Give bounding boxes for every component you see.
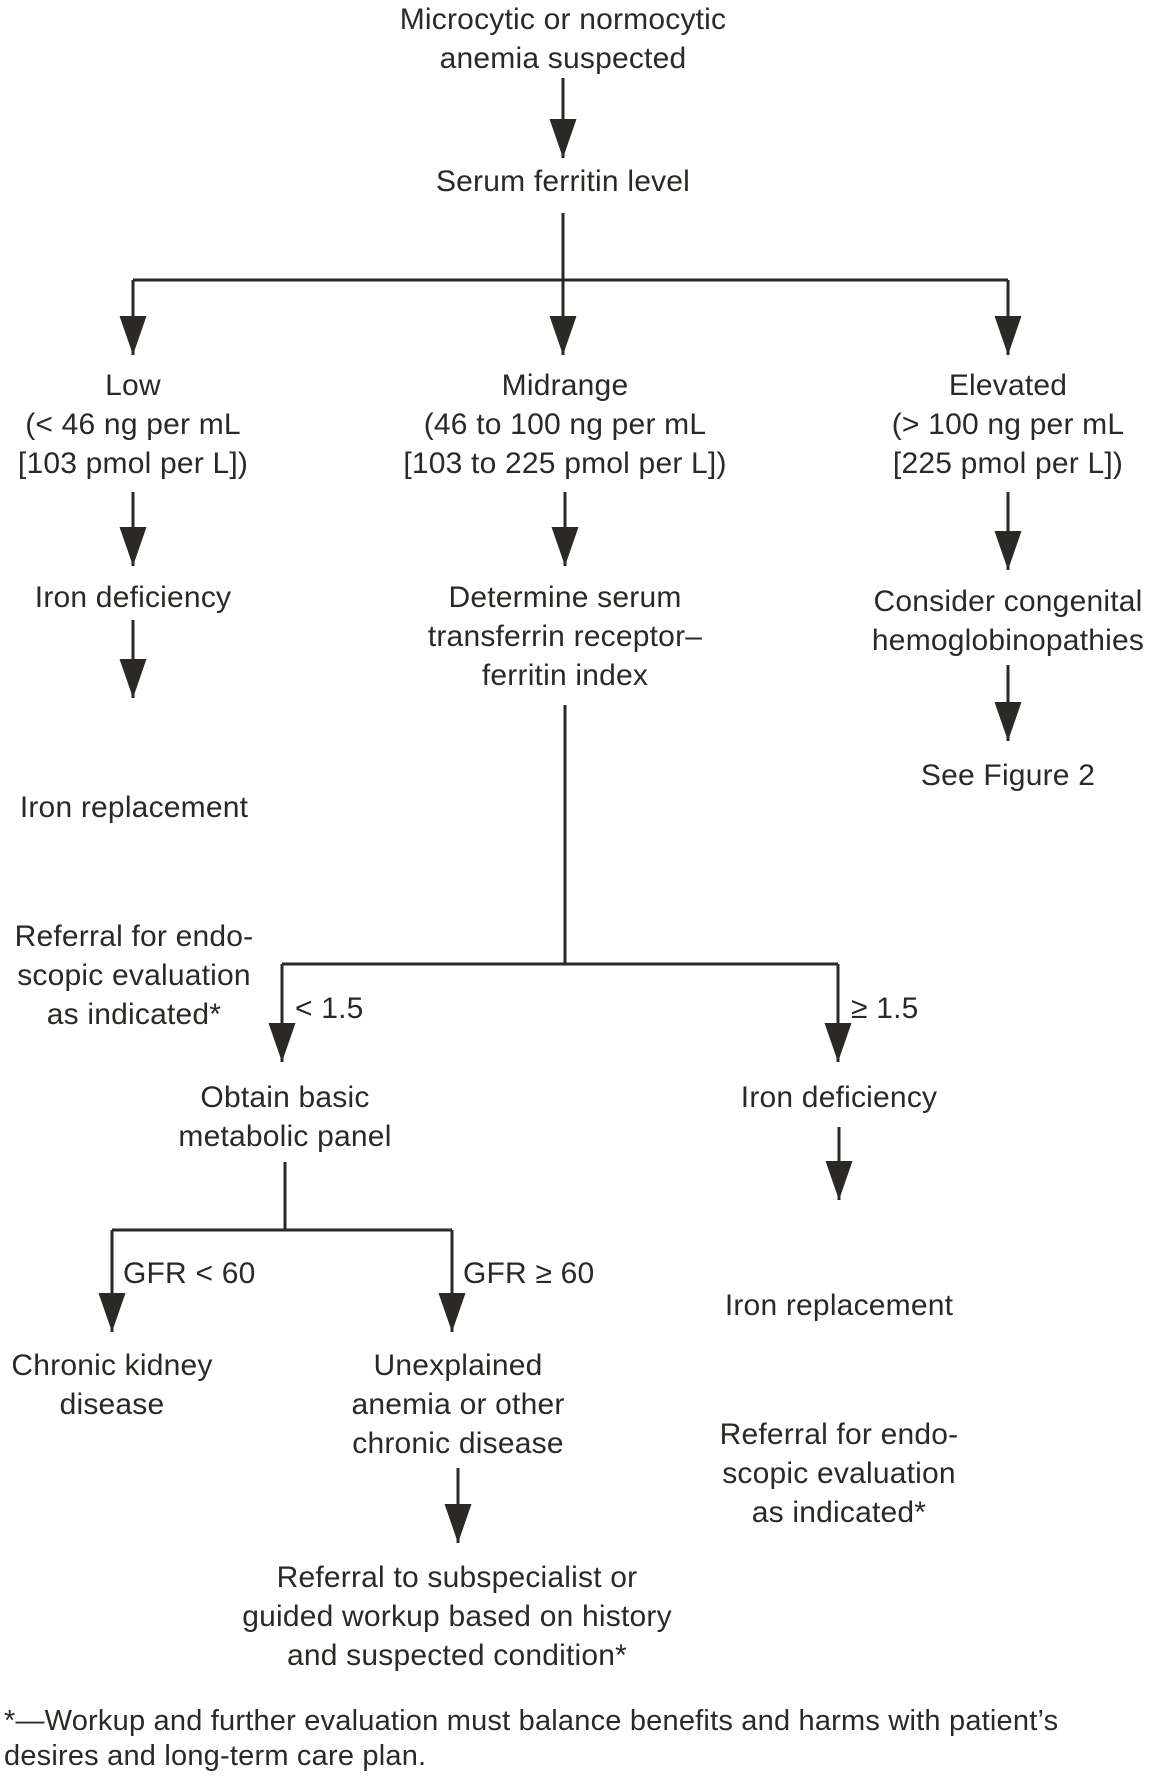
referral-endoscopic-right-text: Referral for endo- scopic evaluation as …: [719, 1418, 959, 1529]
referral-endoscopic-low-text: Referral for endo- scopic evaluation as …: [14, 920, 254, 1031]
node-iron-deficiency-low: Iron deficiency: [34, 581, 232, 614]
node-see-figure-2: See Figure 2: [920, 759, 1096, 792]
branch-label-ge-1-5: ≥ 1.5: [851, 992, 919, 1025]
branch-label-gfr-lt-60: GFR < 60: [123, 1257, 256, 1290]
node-obtain-basic-metabolic-panel: Obtain basic metabolic panel: [178, 1081, 392, 1153]
node-determine-index: Determine serum transferrin receptor– fe…: [427, 581, 703, 692]
node-midrange-ferritin: Midrange (46 to 100 ng per mL [103 to 22…: [403, 369, 727, 480]
node-consider-hemoglobinopathies: Consider congenital hemoglobinopathies: [871, 585, 1145, 657]
node-iron-deficiency-right: Iron deficiency: [740, 1081, 938, 1114]
node-start: Microcytic or normocytic anemia suspecte…: [399, 3, 727, 75]
node-serum-ferritin-level: Serum ferritin level: [435, 165, 691, 198]
node-chronic-kidney-disease: Chronic kidney disease: [11, 1349, 213, 1421]
node-unexplained-anemia: Unexplained anemia or other chronic dise…: [351, 1349, 565, 1460]
node-referral-subspecialist: Referral to subspecialist or guided work…: [242, 1561, 672, 1672]
iron-replacement-low-text: Iron replacement: [19, 791, 249, 824]
node-iron-replacement-low: Iron replacement Referral for endo- scop…: [0, 710, 274, 1112]
branch-label-lt-1-5: < 1.5: [295, 992, 364, 1025]
iron-replacement-right-text: Iron replacement: [724, 1289, 954, 1322]
branch-label-gfr-ge-60: GFR ≥ 60: [463, 1257, 595, 1290]
node-low-ferritin: Low (< 46 ng per mL [103 pmol per L]): [17, 369, 249, 480]
footnote: *—Workup and further evaluation must bal…: [4, 1705, 1059, 1772]
node-iron-replacement-right: Iron replacement Referral for endo- scop…: [699, 1208, 979, 1610]
node-elevated-ferritin: Elevated (> 100 ng per mL [225 pmol per …: [891, 369, 1125, 480]
